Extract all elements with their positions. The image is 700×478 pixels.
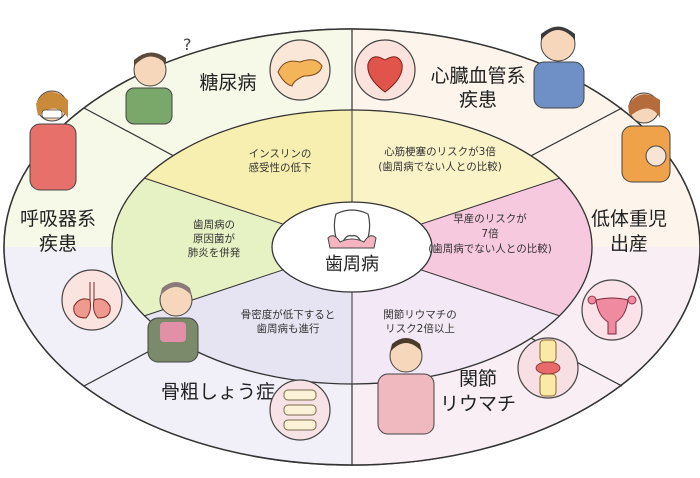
disease-birth-label-2: 出産 — [610, 233, 648, 255]
effect-osteo-line-2: 歯周病も進行 — [257, 322, 320, 335]
effect-birth-line-2: 7倍 — [481, 227, 499, 240]
disease-heart-label-1: 心臓血管系 — [430, 65, 525, 87]
segment-birth — [352, 178, 593, 316]
effect-rheuma-line-2: リスク2倍以上 — [385, 322, 455, 335]
disease-rheuma-label-2: リウマチ — [440, 393, 516, 415]
person-diabetes-illustration: ? — [125, 35, 192, 125]
disease-osteo-label: 骨粗しょう症 — [161, 381, 275, 403]
effect-resp: 歯周病の 原因菌が 肺炎を併発 — [188, 218, 241, 259]
effect-heart-line-1: 心筋梗塞のリスクが3倍 — [384, 145, 496, 158]
svg-text:?: ? — [183, 35, 192, 54]
effect-birth-line-1: 早産のリスクが — [453, 212, 527, 225]
person-birth-illustration — [621, 92, 671, 183]
disease-resp-label-2: 疾患 — [39, 233, 77, 255]
effect-diabetes-line-2: 感受性の低下 — [249, 161, 312, 174]
effect-resp-line-2: 原因菌が — [193, 232, 235, 245]
tooth-icon — [327, 209, 377, 249]
center-label: 歯周病 — [325, 254, 379, 275]
person-osteoporosis-illustration — [147, 282, 199, 363]
person-rheumatism-illustration — [377, 338, 435, 435]
effect-birth-line-3: (歯周病でない人との比較) — [428, 242, 552, 255]
disease-rheuma-label-1: 関節 — [459, 368, 497, 390]
effect-heart-line-2: (歯周病でない人との比較) — [378, 160, 502, 173]
person-heart-illustration — [533, 26, 585, 109]
disease-resp-label-1: 呼吸器系 — [20, 208, 96, 230]
uterus-icon — [581, 279, 643, 341]
lungs-icon — [61, 269, 123, 331]
disease-heart-label-2: 疾患 — [459, 89, 497, 111]
spine-icon — [269, 379, 331, 441]
segment-resp — [111, 178, 352, 316]
effect-diabetes: インスリンの 感受性の低下 — [249, 148, 312, 174]
effect-diabetes-line-1: インスリンの — [249, 148, 312, 160]
pancreas-icon — [269, 39, 331, 101]
effect-rheuma-line-1: 関節リウマチの — [383, 308, 457, 321]
disease-diabetes-label: 糖尿病 — [199, 72, 256, 94]
effect-resp-line-1: 歯周病の — [193, 218, 235, 231]
heart-icon — [354, 39, 416, 101]
disease-birth-label-1: 低体重児 — [591, 208, 667, 230]
center-node: 歯周病 — [271, 201, 433, 293]
effect-rheuma: 関節リウマチの リスク2倍以上 — [383, 308, 457, 335]
joint-icon — [517, 337, 579, 399]
effect-birth: 早産のリスクが 7倍 (歯周病でない人との比較) — [428, 212, 552, 255]
effect-osteo: 骨密度が低下すると 歯周病も進行 — [241, 308, 336, 335]
effect-heart: 心筋梗塞のリスクが3倍 (歯周病でない人との比較) — [378, 145, 502, 173]
effect-osteo-line-1: 骨密度が低下すると — [241, 308, 336, 321]
effect-resp-line-3: 肺炎を併発 — [188, 246, 241, 259]
person-respiratory-illustration — [29, 90, 77, 191]
